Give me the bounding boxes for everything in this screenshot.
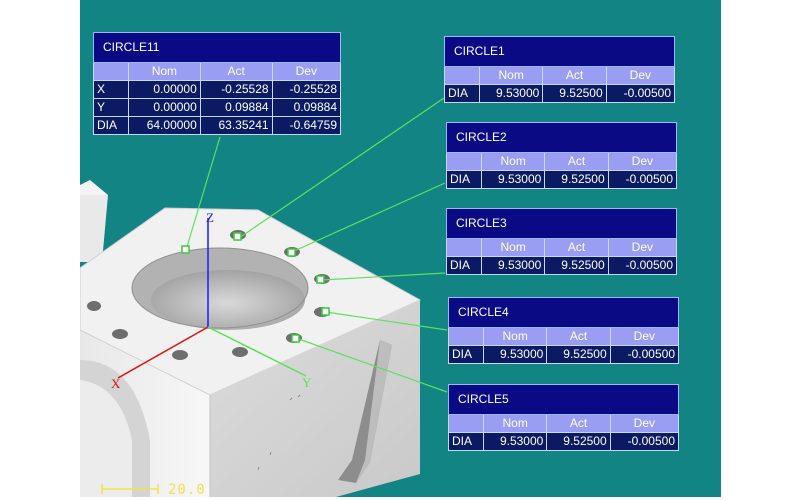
- z-axis-label: Z: [206, 210, 214, 225]
- row-label: DIA: [444, 84, 480, 103]
- column-header-nom: Nom: [480, 238, 546, 257]
- leader-circle1: [238, 97, 445, 239]
- marker-circle1[interactable]: [233, 232, 242, 241]
- row-label: DIA: [93, 116, 129, 135]
- table-row: DIA 9.53000 9.52500 -0.00500: [446, 256, 678, 275]
- report-circle2[interactable]: CIRCLE2 Nom Act Dev DIA 9.53000 9.52500 …: [446, 122, 678, 189]
- leader-circle4: [325, 311, 448, 331]
- leader-circle2: [291, 182, 446, 253]
- actual-value: 9.52500: [546, 432, 611, 451]
- table-row: DIA 9.53000 9.52500 -0.00500: [444, 84, 676, 103]
- deviation-value: -0.00500: [609, 345, 680, 364]
- coordinate-axes: Z X Y: [111, 210, 312, 391]
- table-row: DIA 9.53000 9.52500 -0.00500: [448, 432, 680, 451]
- nominal-value: 9.53000: [482, 345, 548, 364]
- deviation-value: 0.09884: [271, 98, 342, 117]
- marker-circle11[interactable]: [181, 245, 190, 254]
- x-axis-label: X: [111, 376, 121, 391]
- deviation-value: -0.00500: [607, 170, 678, 189]
- scale-value-label: 20.0: [168, 482, 206, 498]
- column-header-nom: Nom: [478, 66, 544, 85]
- fixture-tab: [80, 180, 108, 262]
- row-label: DIA: [446, 170, 482, 189]
- deviation-value: -0.00500: [605, 84, 676, 103]
- leader-lines: [185, 97, 448, 393]
- column-header-dev: Dev: [609, 414, 680, 433]
- feature-markers: [181, 232, 330, 343]
- header-spacer: [448, 414, 484, 433]
- marker-circle5[interactable]: [291, 334, 300, 343]
- column-header-act: Act: [546, 414, 611, 433]
- leader-circle5: [295, 337, 448, 393]
- row-label: DIA: [448, 345, 484, 364]
- report-title: CIRCLE1: [444, 36, 675, 67]
- header-spacer: [444, 66, 480, 85]
- column-header-nom: Nom: [480, 152, 546, 171]
- marker-circle3[interactable]: [316, 275, 325, 284]
- leader-circle11: [185, 136, 221, 251]
- actual-value: 9.52500: [542, 84, 607, 103]
- deviation-value: -0.25528: [271, 80, 342, 99]
- column-header-nom: Nom: [482, 327, 548, 346]
- report-title: CIRCLE2: [446, 122, 677, 153]
- column-header-act: Act: [546, 327, 611, 346]
- column-header-dev: Dev: [605, 66, 676, 85]
- report-circle5[interactable]: CIRCLE5 Nom Act Dev DIA 9.53000 9.52500 …: [448, 384, 680, 451]
- deviation-value: -0.64759: [271, 116, 342, 135]
- marker-circle4[interactable]: [321, 307, 330, 316]
- report-title: CIRCLE11: [93, 32, 341, 63]
- report-circle4[interactable]: CIRCLE4 Nom Act Dev DIA 9.53000 9.52500 …: [448, 297, 680, 364]
- column-header-act: Act: [542, 66, 607, 85]
- actual-value: 9.52500: [544, 256, 609, 275]
- part-model-view[interactable]: Z X Y: [80, 0, 721, 497]
- header-spacer: [446, 152, 482, 171]
- report-title: CIRCLE3: [446, 208, 677, 239]
- nominal-value: 0.00000: [128, 98, 201, 117]
- column-header-dev: Dev: [271, 62, 342, 81]
- table-row: Y 0.00000 0.09884 0.09884: [93, 98, 342, 117]
- row-label: Y: [93, 98, 129, 117]
- nominal-value: 64.00000: [128, 116, 201, 135]
- deviation-value: -0.00500: [607, 256, 678, 275]
- header-spacer: [93, 62, 129, 81]
- column-header-act: Act: [544, 152, 609, 171]
- actual-value: -0.25528: [199, 80, 273, 99]
- column-header-dev: Dev: [609, 327, 680, 346]
- table-row: DIA 64.00000 63.35241 -0.64759: [93, 116, 342, 135]
- actual-value: 63.35241: [199, 116, 273, 135]
- table-row: DIA 9.53000 9.52500 -0.00500: [446, 170, 678, 189]
- column-header-act: Act: [199, 62, 273, 81]
- report-circle1[interactable]: CIRCLE1 Nom Act Dev DIA 9.53000 9.52500 …: [444, 36, 676, 103]
- y-axis-label: Y: [302, 375, 312, 390]
- header-spacer: [446, 238, 482, 257]
- row-label: DIA: [448, 432, 484, 451]
- marker-circle2[interactable]: [287, 248, 296, 257]
- header-spacer: [448, 327, 484, 346]
- report-title: CIRCLE5: [448, 384, 679, 415]
- report-circle11[interactable]: CIRCLE11 Nom Act Dev X 0.00000 -0.25528 …: [93, 32, 342, 135]
- scale-bar: [101, 484, 159, 494]
- nominal-value: 0.00000: [128, 80, 201, 99]
- column-header-act: Act: [544, 238, 609, 257]
- column-header-dev: Dev: [607, 152, 678, 171]
- actual-value: 9.52500: [546, 345, 611, 364]
- nominal-value: 9.53000: [482, 432, 548, 451]
- table-row: X 0.00000 -0.25528 -0.25528: [93, 80, 342, 99]
- row-label: X: [93, 80, 129, 99]
- column-header-dev: Dev: [607, 238, 678, 257]
- nominal-value: 9.53000: [478, 84, 544, 103]
- table-row: DIA 9.53000 9.52500 -0.00500: [448, 345, 680, 364]
- report-title: CIRCLE4: [448, 297, 679, 328]
- column-header-nom: Nom: [482, 414, 548, 433]
- row-label: DIA: [446, 256, 482, 275]
- part-block: [80, 207, 422, 497]
- leader-circle3: [321, 272, 446, 281]
- actual-value: 9.52500: [544, 170, 609, 189]
- column-header-nom: Nom: [128, 62, 201, 81]
- deviation-value: -0.00500: [609, 432, 680, 451]
- actual-value: 0.09884: [199, 98, 273, 117]
- nominal-value: 9.53000: [480, 256, 546, 275]
- report-circle3[interactable]: CIRCLE3 Nom Act Dev DIA 9.53000 9.52500 …: [446, 208, 678, 275]
- nominal-value: 9.53000: [480, 170, 546, 189]
